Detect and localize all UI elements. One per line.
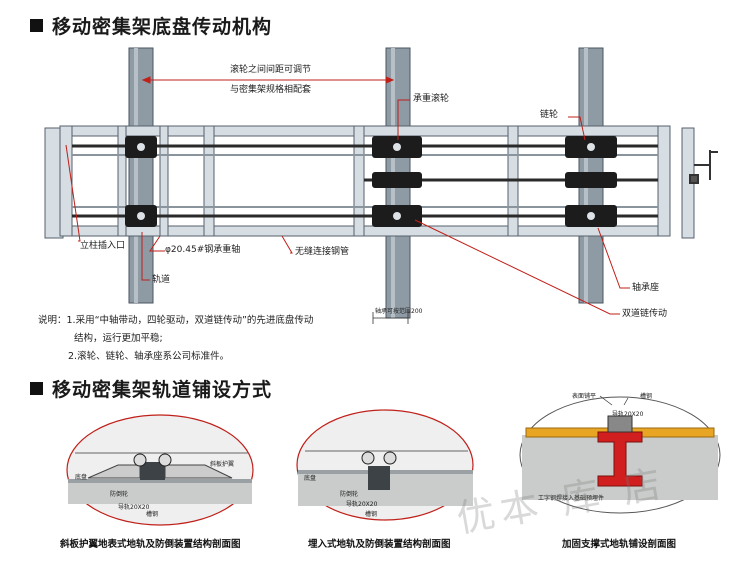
caption-figure-1: 斜板护翼地表式地轨及防倒装置结构剖面图 [60,539,241,550]
fig1-callout-a: 斜板护翼 [210,461,235,468]
fig3-callout-a: 表面铺平 [572,393,597,400]
label-load-roller: 承重滚轮 [413,94,450,104]
fig1-callout-e: 槽钢 [146,511,159,518]
section-title-chassis: 移动密集架底盘传动机构 [30,12,272,39]
label-column-socket: 立柱插入口 [80,241,126,251]
label-seamless-pipe: 无缝连接钢管 [295,247,350,257]
note-line-3: 2.滚轮、链轮、轴承座系公司标准件。 [68,351,230,362]
fig3-callout-c: 导轨20X20 [612,411,644,418]
label-bearing-seat: 轴承座 [632,283,660,293]
roller-hubs [137,143,595,220]
figure-ground-rail [66,414,254,526]
pipe [72,154,658,208]
figure-embedded-rail [296,409,474,521]
label-rail-note: 轴承可按范围200 [375,308,423,315]
label-sprocket: 链轮 [540,110,559,120]
caption-figure-2: 埋入式地轨及防倒装置结构剖面图 [308,539,451,550]
label-double-chain: 双道链传动 [622,309,668,319]
square-bullet-icon [30,19,43,32]
fig2-callout-b: 防倒轮 [340,491,359,498]
vertical-columns [128,47,604,319]
callout-leaders [65,99,630,315]
note-line-1: 说明：1.采用“中轴带动，四轮驱动，双道链传动”的先进底盘传动 [38,315,314,326]
fig1-callout-b: 底盘 [75,474,88,481]
fig3-callout-d: 工字钢焊接入基础预埋件 [538,495,605,502]
fig1-callout-d: 导轨20X20 [118,504,150,511]
label-rail: 轨道 [152,275,171,285]
fig2-callout-a: 底盘 [304,475,317,482]
fig2-callout-c: 导轨20X20 [346,501,378,508]
label-roller-spacing-2: 与密集架规格相配套 [230,85,312,95]
fig1-callout-c: 防倒轮 [110,491,129,498]
section-title-rail: 移动密集架轨道铺设方式 [30,375,272,402]
label-roller-spacing-1: 滚轮之间间距可调节 [230,65,312,75]
square-bullet-icon [30,382,43,395]
hand-crank-icon [689,150,718,184]
fig3-callout-b: 槽钢 [640,393,653,400]
rail-dimension [372,312,409,324]
label-shaft: φ20.45#钢承重轴 [165,245,241,255]
fig2-callout-d: 槽钢 [365,511,378,518]
spacing-arrow [141,76,395,84]
note-line-2: 结构，运行更加平稳; [74,333,163,344]
figure-ibeam-rail [519,395,721,514]
caption-figure-3: 加固支撑式地轨铺设剖面图 [562,539,677,550]
